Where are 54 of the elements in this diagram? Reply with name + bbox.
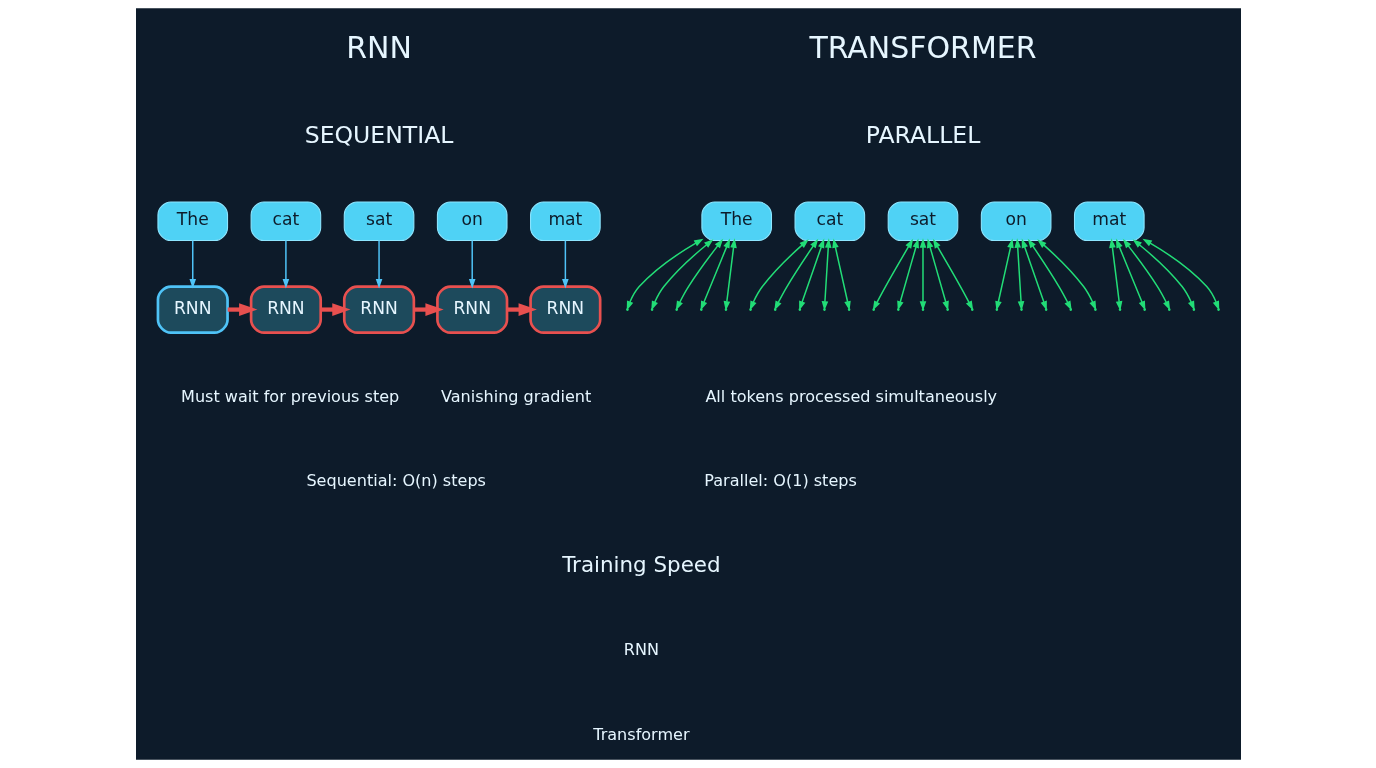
arrow [919, 238, 949, 311]
node-box: The [700, 201, 772, 242]
arrow [188, 239, 196, 289]
arrow [282, 239, 289, 289]
node-box: sat [887, 201, 958, 242]
arrow [749, 239, 809, 311]
label: Parallel: O(1) steps [703, 471, 857, 491]
label: Must wait for previous step [180, 386, 399, 406]
label: Training Speed [561, 552, 721, 578]
node-box: cat [794, 201, 865, 242]
arrow [994, 238, 1021, 311]
node-box: RNN [156, 285, 229, 334]
node-box: The [156, 201, 228, 242]
arrow [1006, 238, 1028, 311]
label: SEQUENTIAL [304, 120, 453, 149]
arrow [1027, 238, 1072, 311]
arrow [932, 238, 973, 311]
label: Transformer [592, 725, 690, 745]
node-box: sat [343, 201, 414, 242]
arrow [896, 238, 926, 311]
node-box: mat [529, 201, 601, 242]
node-box: RNN [528, 285, 601, 334]
arrow [773, 238, 818, 311]
arrow [1132, 239, 1195, 311]
node-box: mat [1073, 201, 1145, 242]
node-box: RNN [435, 285, 508, 334]
arrow [413, 303, 444, 316]
arrow [1013, 238, 1047, 311]
label: RNN [345, 29, 412, 65]
arrow [468, 239, 475, 289]
arrow [375, 239, 382, 289]
node-box: RNN [342, 285, 415, 334]
node-box: on [436, 201, 508, 242]
arrow [506, 303, 537, 316]
label: Vanishing gradient [440, 386, 591, 406]
node-box: RNN [249, 285, 322, 334]
arrow [1036, 239, 1096, 311]
label: TRANSFORMER [808, 29, 1037, 65]
label: PARALLEL [865, 120, 980, 149]
arrow [561, 239, 569, 289]
label: Sequential: O(n) steps [305, 471, 486, 491]
arrow [872, 238, 913, 311]
arrow [817, 238, 839, 311]
label: RNN [623, 640, 659, 660]
node-box: on [980, 201, 1051, 242]
arrow [1122, 238, 1170, 311]
arrow [320, 303, 350, 316]
arrow [1141, 238, 1219, 311]
arrow [227, 303, 257, 316]
label: All tokens processed simultaneously [704, 386, 997, 406]
node-box: cat [250, 201, 321, 242]
arrow [798, 238, 832, 311]
arrow [912, 238, 933, 311]
arrow [675, 238, 723, 311]
